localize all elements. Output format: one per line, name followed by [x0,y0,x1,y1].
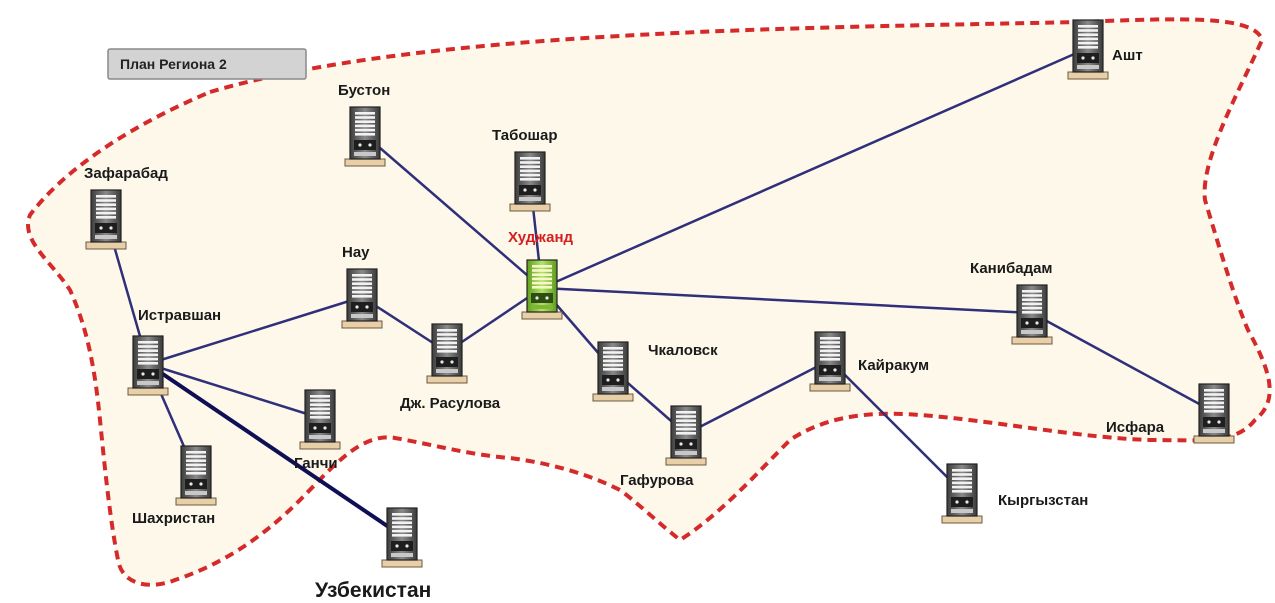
node-nau[interactable]: Нау [341,244,383,329]
link-istaravshan-uzbekistan [146,362,404,538]
node-kyrgyzstan[interactable]: Кыргызстан [941,463,1088,524]
node-label: Шахристан [132,510,215,527]
node-label: Дж. Расулова [400,395,501,412]
node-label: Узбекистан [315,579,431,602]
link-khujand-kanibadam [540,286,1034,315]
server-icon[interactable] [344,106,386,167]
node-label: Зафарабад [84,165,168,182]
server-icon[interactable] [127,335,169,396]
server-icon[interactable] [1011,284,1053,345]
node-zafarabad[interactable]: Зафарабад [84,165,168,250]
node-label: Бустон [338,82,390,99]
node-kairakum[interactable]: Кайракум [809,331,929,392]
node-label: Исфара [1106,419,1165,436]
server-icon[interactable] [341,268,383,329]
node-kanibadam[interactable]: Канибадам [970,260,1053,345]
node-label: Нау [342,244,370,261]
node-label: Чкаловск [648,342,718,359]
link-kanibadam-isfara [1030,311,1216,414]
node-gafurova[interactable]: Гафурова [620,405,707,489]
node-label: Гафурова [620,472,694,489]
title-box: План Региона 2 [107,48,307,80]
node-ganchi[interactable]: Ганчи [294,389,341,472]
server-icon[interactable] [592,341,634,402]
node-buston[interactable]: Бустон [338,82,390,167]
title-label: План Региона 2 [120,56,227,72]
link-khujand-buston [363,133,544,290]
server-icon[interactable] [809,331,851,392]
server-icon[interactable] [1067,19,1109,80]
server-icon[interactable] [509,151,551,212]
server-icon[interactable] [941,463,983,524]
node-shakhristan[interactable]: Шахристан [132,445,217,527]
server-icon[interactable] [175,445,217,506]
node-uzbekistan[interactable]: Узбекистан [315,507,431,602]
link-gafurova-kairakum [684,358,832,436]
node-label: Ганчи [294,455,338,472]
node-label: Кыргызстан [998,492,1088,509]
node-taboshar[interactable]: Табошар [492,127,558,212]
link-nau-istaravshan [146,295,364,366]
node-label: Истравшан [138,307,221,324]
node-isfara[interactable]: Исфара [1106,383,1235,444]
node-ast[interactable]: Ашт [1067,19,1143,80]
node-chkalovsk[interactable]: Чкаловск [592,341,718,402]
link-khujand-ast [540,46,1090,290]
node-label: Кайракум [858,357,929,374]
node-label: Табошар [492,127,558,144]
server-icon[interactable] [1193,383,1235,444]
server-icon[interactable] [299,389,341,450]
node-label: Худжанд [508,229,574,246]
node-rasulova[interactable]: Дж. Расулова [400,323,501,412]
server-icon[interactable] [521,259,563,320]
node-label: Канибадам [970,260,1053,277]
link-kairakum-kyrgyzstan [828,358,964,494]
node-label: Ашт [1112,47,1143,64]
server-icon[interactable] [665,405,707,466]
link-istaravshan-ganchi [146,362,322,420]
server-icon[interactable] [426,323,468,384]
node-khujand[interactable]: Худжанд [508,229,574,320]
node-layer: АштБустонТабошарЗафарабадХуджандНауИстра… [84,19,1235,602]
server-icon[interactable] [381,507,423,568]
link-khujand-rasulova [445,286,544,354]
server-icon[interactable] [85,189,127,250]
node-istaravshan[interactable]: Истравшан [127,307,221,396]
